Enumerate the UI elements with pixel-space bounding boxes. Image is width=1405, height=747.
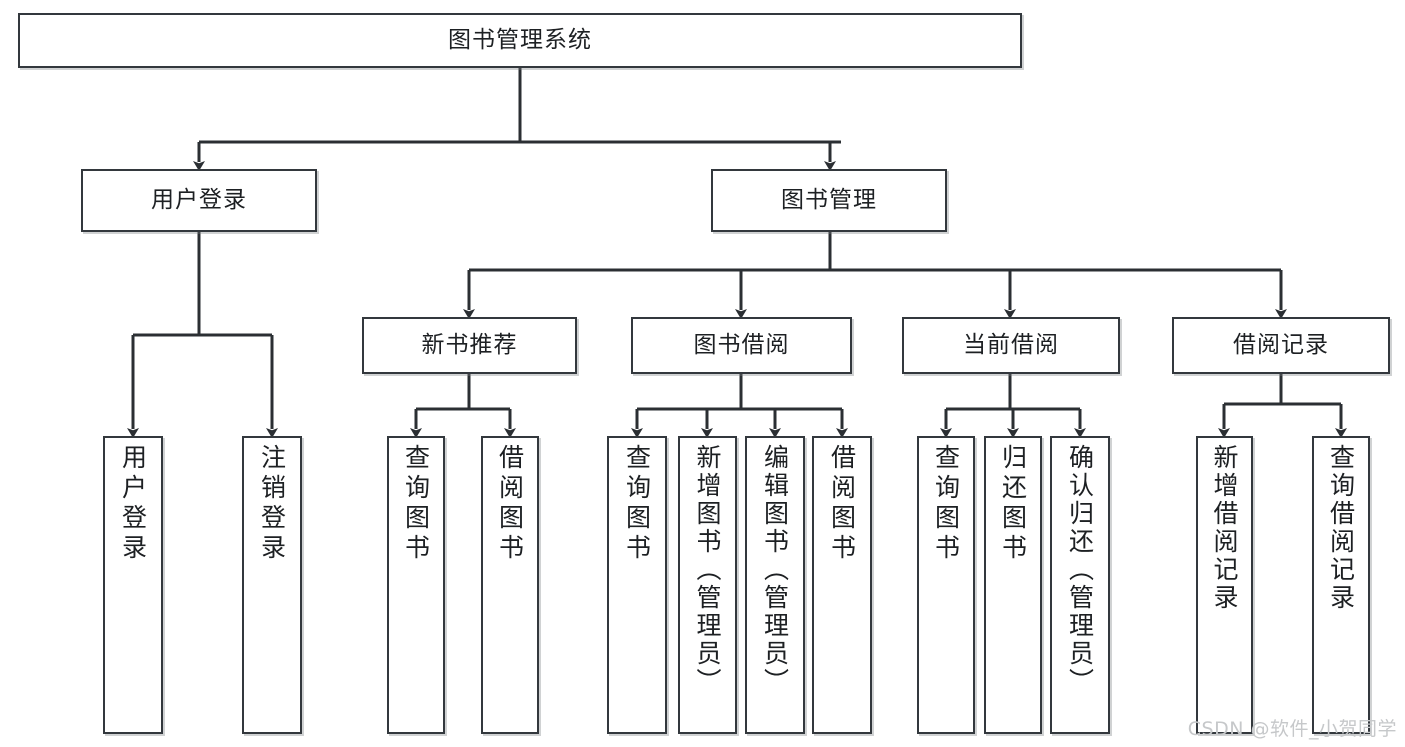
node-leaf-current-borrow-return[interactable]: 归还图书 [984, 436, 1042, 734]
node-book-borrow-label: 图书借阅 [693, 332, 790, 359]
node-leaf-book-borrow-borrow[interactable]: 借阅图书 [812, 436, 872, 734]
node-leaf-label: 查询借阅记录 [1326, 444, 1356, 612]
node-borrow-record[interactable]: 借阅记录 [1172, 317, 1390, 374]
node-root-label: 图书管理系统 [448, 27, 592, 54]
node-leaf-borrow-record-query[interactable]: 查询借阅记录 [1312, 436, 1370, 734]
node-leaf-label: 注销登录 [257, 444, 287, 564]
node-leaf-label: 归还图书 [998, 444, 1028, 564]
node-leaf-label: 查询图书 [401, 444, 431, 564]
node-root[interactable]: 图书管理系统 [18, 13, 1022, 68]
node-leaf-label: 查询图书 [931, 444, 961, 564]
node-leaf-user-login-logout[interactable]: 注销登录 [242, 436, 302, 734]
node-leaf-label: 确认归还（管理员） [1065, 444, 1095, 696]
node-leaf-label: 新增借阅记录 [1210, 444, 1239, 612]
node-current-borrow-label: 当前借阅 [963, 332, 1059, 359]
node-borrow-record-label: 借阅记录 [1233, 332, 1329, 359]
node-book-management-label: 图书管理 [781, 187, 877, 214]
node-leaf-label: 借阅图书 [827, 444, 857, 564]
node-leaf-new-book-borrow[interactable]: 借阅图书 [481, 436, 539, 734]
node-leaf-label: 查询图书 [622, 444, 652, 564]
node-new-book-recommend-label: 新书推荐 [421, 332, 518, 359]
node-new-book-recommend[interactable]: 新书推荐 [362, 317, 577, 374]
node-leaf-new-book-query[interactable]: 查询图书 [387, 436, 445, 734]
node-user-login[interactable]: 用户登录 [81, 169, 317, 232]
node-leaf-book-borrow-add[interactable]: 新增图书（管理员） [678, 436, 737, 734]
node-leaf-label: 新增图书（管理员） [693, 444, 722, 696]
node-current-borrow[interactable]: 当前借阅 [902, 317, 1120, 374]
node-leaf-current-borrow-confirm[interactable]: 确认归还（管理员） [1050, 436, 1110, 734]
node-leaf-label: 借阅图书 [495, 444, 525, 564]
node-user-login-label: 用户登录 [151, 187, 247, 214]
node-leaf-borrow-record-add[interactable]: 新增借阅记录 [1196, 436, 1253, 734]
node-book-management[interactable]: 图书管理 [711, 169, 947, 232]
node-leaf-book-borrow-query[interactable]: 查询图书 [607, 436, 667, 734]
node-leaf-book-borrow-edit[interactable]: 编辑图书（管理员） [745, 436, 805, 734]
node-leaf-current-borrow-query[interactable]: 查询图书 [917, 436, 975, 734]
node-leaf-user-login-login[interactable]: 用户登录 [103, 436, 163, 734]
node-leaf-label: 用户登录 [118, 444, 148, 564]
node-leaf-label: 编辑图书（管理员） [760, 444, 790, 696]
node-book-borrow[interactable]: 图书借阅 [631, 317, 852, 374]
